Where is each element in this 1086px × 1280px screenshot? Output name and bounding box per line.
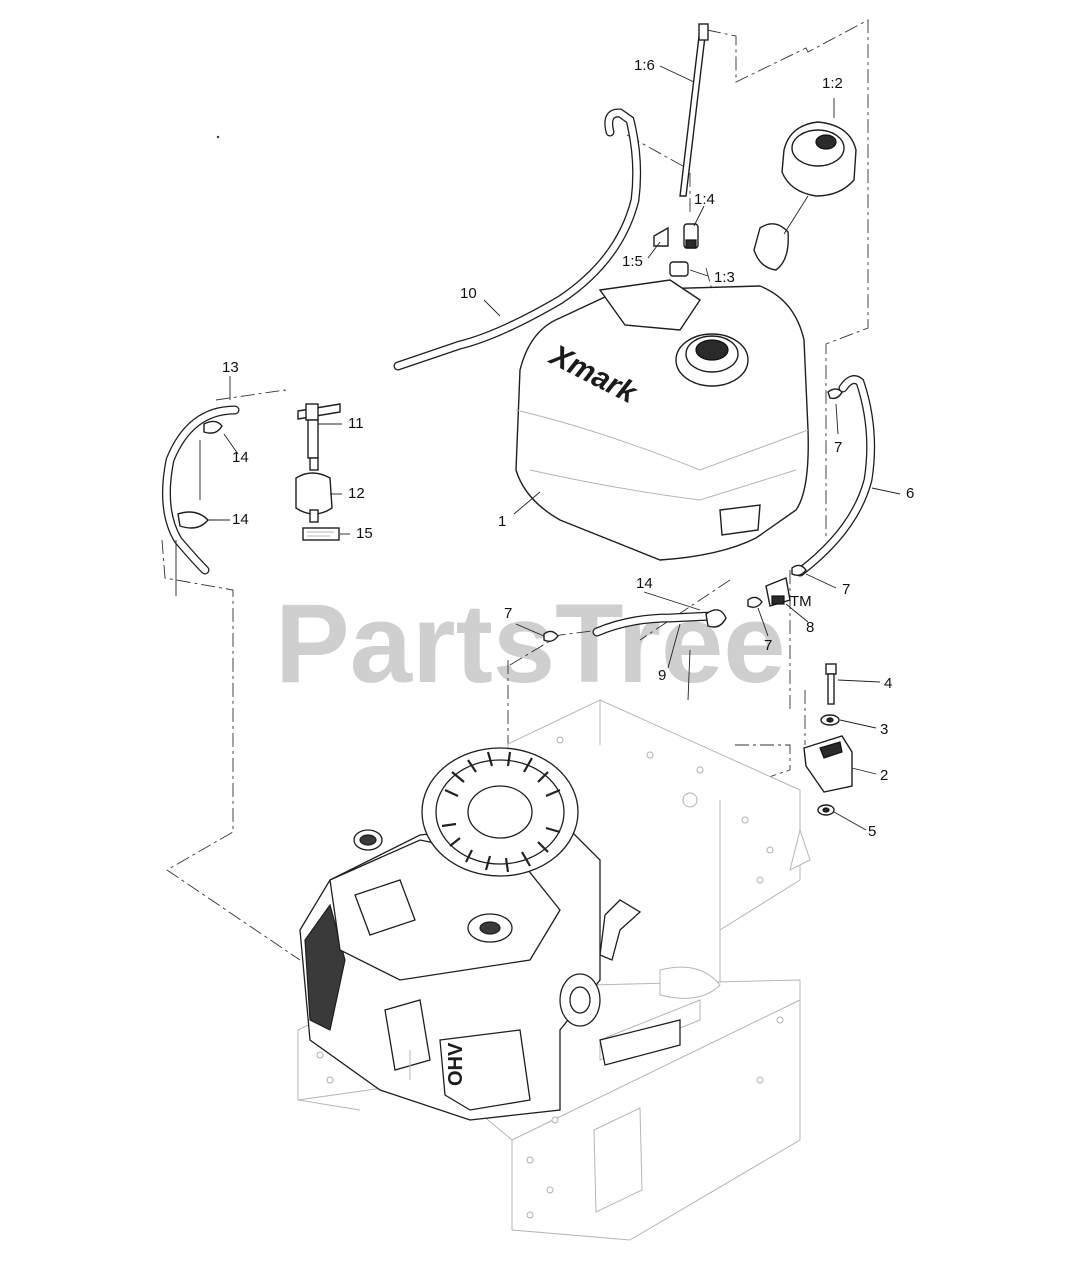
callout-3: 3 — [880, 721, 888, 738]
callout-13: 13 — [222, 359, 239, 376]
callout-7-right: 7 — [842, 581, 850, 598]
callout-11: 11 — [348, 415, 364, 432]
callout-14-upper: 14 — [232, 449, 249, 466]
callout-2: 2 — [880, 767, 888, 784]
callout-7-mid: 7 — [764, 637, 772, 654]
leader-lines — [208, 65, 901, 831]
callout-8: 8 — [806, 619, 814, 636]
filler-tube-part — [679, 23, 709, 197]
tank-fittings — [653, 223, 699, 277]
mount-parts — [803, 663, 853, 816]
callout-7-left: 7 — [504, 605, 512, 622]
callout-1-2: 1:2 — [822, 75, 843, 92]
stray-dot — [216, 135, 220, 139]
callout-1-3: 1:3 — [714, 269, 735, 286]
clamp-parts — [175, 420, 727, 701]
svg-text:OHV: OHV — [445, 1042, 467, 1086]
callout-14-lower: 14 — [232, 511, 249, 528]
callout-9: 9 — [658, 667, 666, 684]
callout-1-5: 1:5 — [622, 253, 643, 270]
watermark-tm: TM — [790, 593, 812, 610]
callout-1-6: 1:6 — [634, 57, 655, 74]
callout-10: 10 — [460, 285, 477, 302]
hoses — [161, 108, 876, 637]
callout-7-upper: 7 — [834, 439, 842, 456]
watermark-text: PartsTree — [275, 581, 786, 706]
fuel-tank-part: Xmark — [515, 279, 809, 561]
callout-5: 5 — [868, 823, 876, 840]
callout-1-4: 1:4 — [694, 191, 715, 208]
engine-illustration: OHV — [299, 747, 681, 1121]
callout-14-right: 14 — [636, 575, 653, 592]
callout-6: 6 — [906, 485, 914, 502]
callout-4: 4 — [884, 675, 892, 692]
callout-labels: 1:6 1:2 1:4 1:5 1:3 10 13 11 14 12 14 15… — [222, 57, 914, 840]
fuel-cap-part — [753, 121, 857, 271]
assembly-outline — [161, 19, 869, 961]
tee-filter-parts — [295, 403, 341, 541]
hose-clamp-parts — [543, 388, 843, 643]
callout-1: 1 — [498, 513, 506, 530]
callout-12: 12 — [348, 485, 365, 502]
callout-15: 15 — [356, 525, 373, 542]
